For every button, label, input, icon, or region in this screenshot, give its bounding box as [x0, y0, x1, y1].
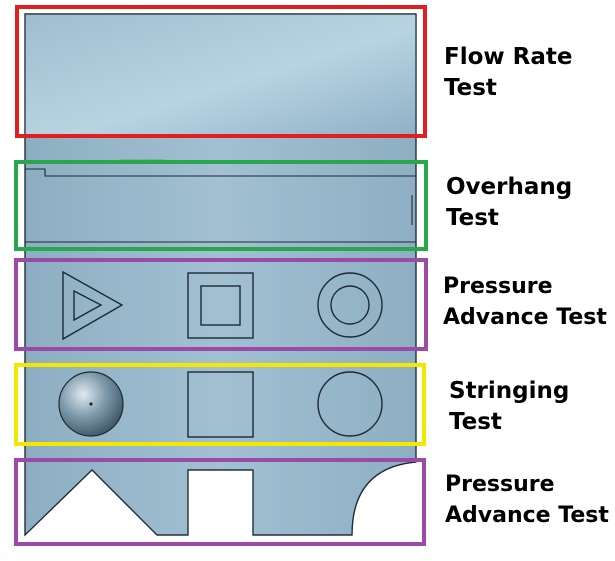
pressure-advance-bottom-box [14, 458, 426, 546]
pressure-advance-top-box [14, 258, 428, 351]
part-outline [24, 13, 417, 537]
overhang-box [14, 160, 428, 251]
stringing-box [14, 363, 426, 446]
square-outline [187, 272, 254, 339]
flow-rate-block [25, 14, 416, 136]
square-feature [187, 371, 254, 438]
triangle-inner [73, 289, 103, 322]
cone-tip [89, 402, 93, 406]
triangle-outline [62, 270, 124, 341]
highlight-boxes [14, 5, 428, 546]
stringing-shapes [58, 371, 383, 438]
circle-outline [317, 272, 383, 338]
pressure-advance-shapes [62, 270, 383, 341]
flow-rate-box [15, 5, 427, 138]
circle-feature [317, 371, 383, 437]
square-inner [200, 285, 241, 326]
overhang-ledge [25, 168, 416, 243]
test-part [24, 13, 417, 537]
circle-inner [330, 285, 370, 325]
